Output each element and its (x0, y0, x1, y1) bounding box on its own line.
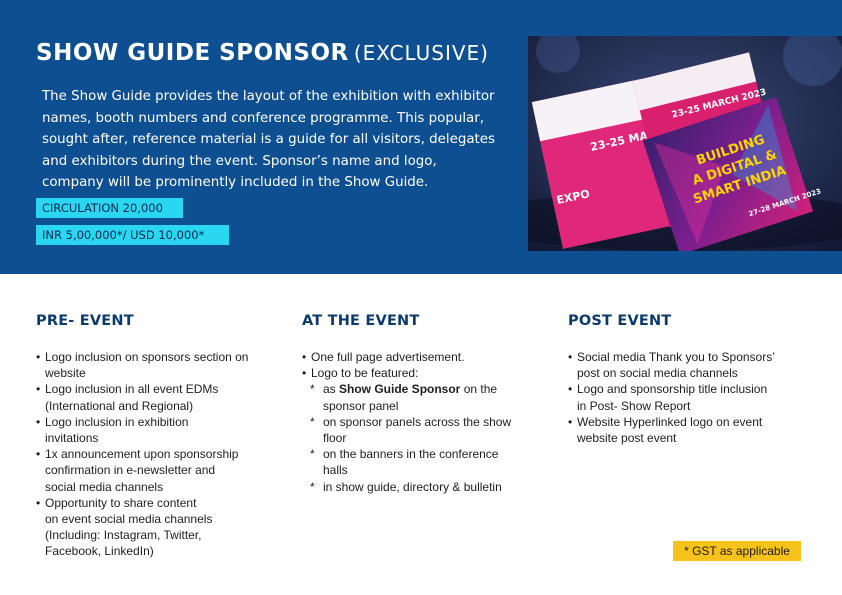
page-title: SHOW GUIDE SPONSOR (EXCLUSIVE) (36, 40, 489, 66)
sub-list-item: *in show guide, directory & bulletin (310, 479, 502, 494)
bullet-icon: • (36, 382, 41, 397)
show-guide-photo: 23-25 MARC EXPO 23-25 MARCH 2023 BUILDIN… (528, 36, 842, 251)
pre-event-heading: PRE- EVENT (36, 313, 134, 329)
circulation-badge: CIRCULATION 20,000 (36, 198, 183, 218)
title-exclusive: (EXCLUSIVE) (353, 41, 489, 65)
asterisk-icon: * (310, 414, 315, 429)
asterisk-icon: * (310, 479, 315, 494)
list-item: •Social media Thank you to Sponsors’post… (568, 350, 775, 381)
gst-footnote: * GST as applicable (673, 541, 801, 561)
list-item: •One full page advertisement. (302, 350, 465, 364)
post-event-column: POST EVENT •Social media Thank you to Sp… (568, 313, 818, 445)
at-event-list: •One full page advertisement. •Logo to b… (302, 349, 511, 495)
bullet-icon: • (302, 366, 307, 381)
description-line: The Show Guide provides the layout of th… (42, 89, 495, 104)
at-event-column: AT THE EVENT •One full page advertisemen… (302, 313, 552, 494)
bullet-icon: • (36, 447, 41, 462)
description-line: company will be prominently included in … (42, 175, 429, 191)
bullet-icon: • (36, 495, 41, 510)
bullet-icon: • (568, 350, 573, 364)
description-line: and exhibitors during the event. Sponsor… (42, 153, 437, 169)
at-event-heading: AT THE EVENT (302, 313, 420, 329)
asterisk-icon: * (310, 382, 315, 397)
show-guide-sponsor-emphasis: Show Guide Sponsor (339, 382, 461, 397)
bullet-icon: • (568, 382, 573, 397)
description-line: names, booth numbers and conference prog… (42, 110, 485, 126)
list-item: •Logo inclusion in all event EDMs(Intern… (36, 382, 219, 413)
bullet-icon: • (302, 350, 307, 364)
description-line: sought after, reference material is a gu… (42, 132, 496, 148)
price-badge: INR 5,00,000*/ USD 10,000* (36, 225, 229, 245)
bullet-icon: • (568, 414, 573, 429)
description: The Show Guide provides the layout of th… (42, 86, 520, 194)
bullet-icon: • (36, 414, 41, 429)
bullet-icon: • (36, 350, 41, 364)
list-item: •Logo to be featured: (302, 366, 419, 381)
pre-event-column: PRE- EVENT •Logo inclusion on sponsors s… (36, 313, 286, 558)
post-event-list: •Social media Thank you to Sponsors’post… (568, 349, 775, 446)
post-event-heading: POST EVENT (568, 313, 672, 329)
asterisk-icon: * (310, 447, 315, 462)
title-main: SHOW GUIDE SPONSOR (36, 40, 349, 66)
show-guide-photo-illustration: 23-25 MARC EXPO 23-25 MARCH 2023 BUILDIN… (528, 36, 842, 251)
